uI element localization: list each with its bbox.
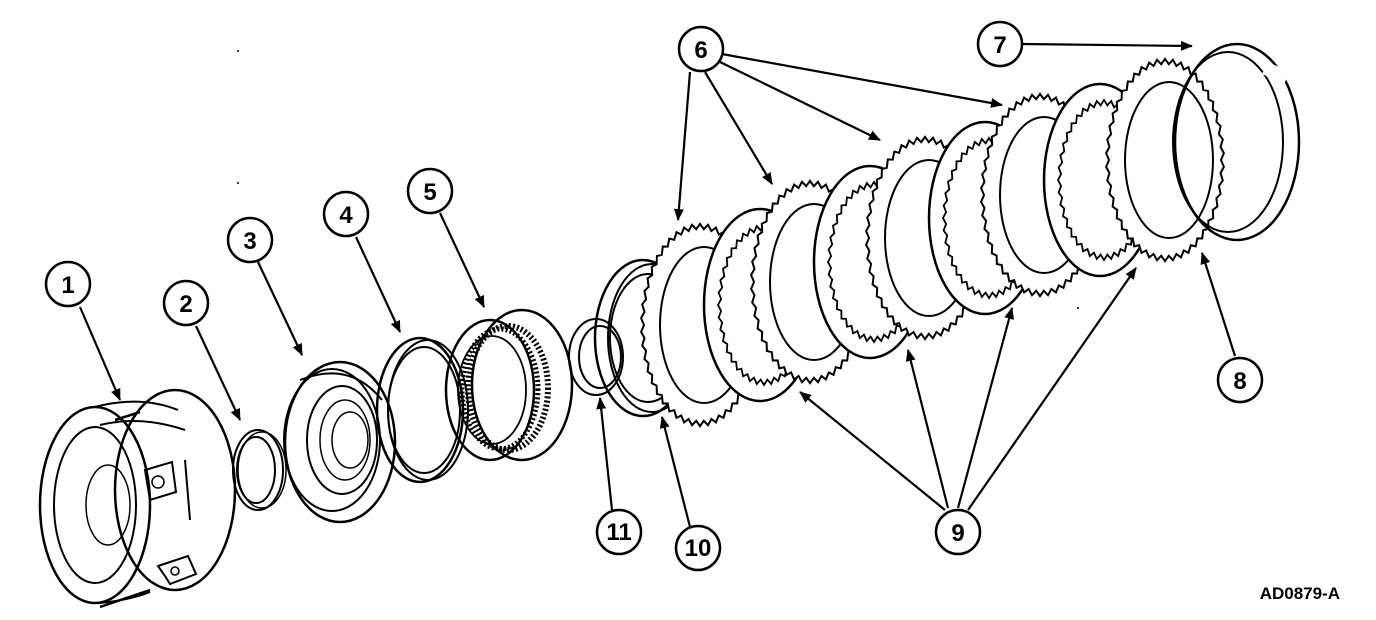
callout-1-label: 1	[61, 272, 74, 299]
callout-6-label: 6	[694, 37, 707, 64]
callout-3-label: 3	[243, 228, 256, 255]
spring-assembly-part	[444, 308, 574, 462]
callout-2: 2	[162, 279, 210, 327]
callout-7: 7	[976, 20, 1024, 68]
callout-10-label: 10	[685, 535, 712, 562]
seal-ring-part	[232, 429, 287, 511]
clutch-plate-pack	[639, 57, 1226, 428]
callout-4-label: 4	[339, 202, 353, 229]
callout-4: 4	[322, 190, 370, 238]
steel-plate-9-bore	[1124, 81, 1214, 239]
callout-11-label: 11	[606, 519, 631, 546]
scan-specks	[237, 50, 1079, 309]
callout-1: 1	[44, 260, 92, 308]
callout-9-label: 9	[951, 520, 964, 547]
callout-6: 6	[677, 25, 725, 73]
large-snap-ring-part	[1172, 42, 1301, 242]
clutch-cylinder-part	[38, 388, 237, 609]
callout-9: 9	[934, 508, 982, 556]
callout-5: 5	[406, 167, 454, 215]
callout-11: 11	[595, 508, 643, 556]
callout-2-label: 2	[179, 291, 192, 318]
callout-10: 10	[674, 524, 722, 572]
callout-8-label: 8	[1233, 368, 1246, 395]
leader-lines	[78, 40, 1237, 528]
callout-8: 8	[1216, 356, 1264, 404]
figure-code: AD0879-A	[1260, 584, 1340, 603]
callout-5-label: 5	[423, 179, 436, 206]
piston-part	[283, 360, 397, 524]
callout-7-label: 7	[993, 32, 1006, 59]
callout-3: 3	[226, 216, 274, 264]
